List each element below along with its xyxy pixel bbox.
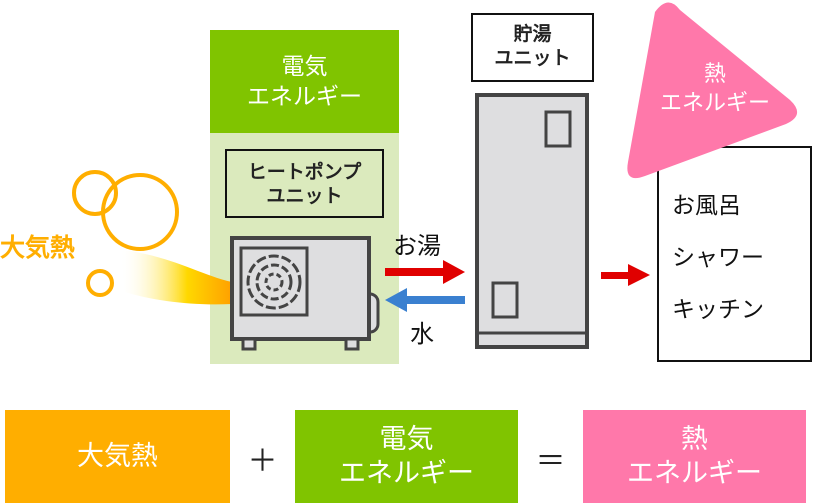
term2-line1: 電気: [379, 423, 434, 455]
electric-panel-header: [210, 30, 399, 133]
heat-flow-wedge: [120, 250, 232, 305]
uses-box: [657, 146, 812, 362]
heat-pump-line2: ユニット: [266, 185, 343, 207]
storage-line2: ユニット: [494, 47, 571, 69]
heat-energy-triangle: [627, 2, 798, 179]
result-line2: エネルギー: [627, 457, 762, 489]
equation-term-electric: 電気 エネルギー: [295, 410, 518, 503]
term-air-heat-bg: [5, 410, 230, 503]
use-bath: お風呂: [672, 193, 741, 219]
storage-label-box: [471, 13, 594, 82]
term-electric-bg: [295, 410, 518, 503]
storage-tank-icon: [475, 93, 589, 349]
heat-pump-label-box: [225, 149, 384, 218]
heat-energy-line1: 熱: [703, 62, 726, 87]
hot-water-label: お湯: [393, 232, 441, 260]
air-bubble-icon: [86, 269, 114, 297]
water-label: 水: [410, 320, 434, 348]
heat-pump-outdoor-unit-icon: [230, 236, 380, 351]
electric-energy-line2: エネルギー: [247, 84, 362, 110]
storage-unit-label: 貯湯 ユニット: [472, 22, 593, 70]
storage-line1: 貯湯: [513, 23, 552, 45]
air-bubble-icon: [72, 170, 118, 216]
electric-energy-line1: 電気: [281, 54, 328, 80]
equation-result-heat: 熱 エネルギー: [583, 410, 806, 503]
supply-arrow-icon: [601, 264, 650, 286]
heat-energy-line2: エネルギー: [659, 91, 770, 116]
plus-sign: ＋: [247, 444, 278, 479]
equals-sign: ＝: [535, 444, 566, 479]
heat-pump-unit-label: ヒートポンプ ユニット: [226, 160, 383, 208]
water-arrow-icon: [385, 288, 465, 312]
heat-energy-label: 熱 エネルギー: [640, 60, 790, 118]
result-line1: 熱: [681, 423, 708, 455]
use-kitchen: キッチン: [672, 297, 764, 323]
use-shower: シャワー: [672, 245, 764, 271]
electric-energy-label: 電気 エネルギー: [210, 52, 399, 112]
hot-water-arrow-icon: [385, 260, 465, 284]
uses-list: お風呂 シャワー キッチン: [672, 180, 764, 336]
term2-line2: エネルギー: [339, 457, 474, 489]
air-heat-label: 大気熱: [0, 233, 76, 262]
equation-term-air-heat: 大気熱: [5, 410, 230, 503]
air-bubble-icon: [101, 173, 179, 251]
heat-pump-line1: ヒートポンプ: [247, 161, 362, 183]
term-heat-bg: [583, 410, 806, 503]
term1-text: 大気熱: [77, 440, 158, 472]
